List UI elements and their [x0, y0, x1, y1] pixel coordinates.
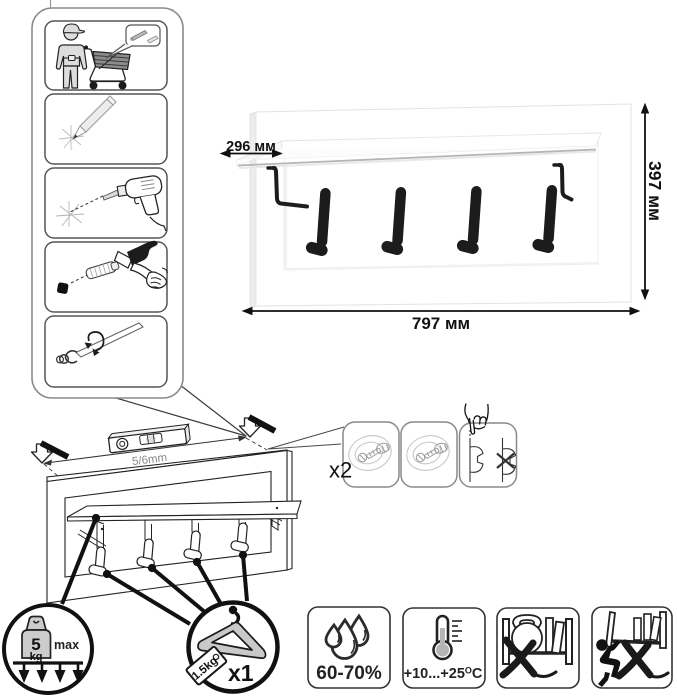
svg-text:797 мм: 797 мм — [412, 314, 470, 333]
svg-text:5: 5 — [31, 635, 40, 654]
svg-text:296 мм: 296 мм — [226, 139, 276, 155]
svg-text:max: max — [54, 638, 79, 652]
svg-text:397 мм: 397 мм — [645, 161, 665, 221]
svg-text:5/6mm: 5/6mm — [131, 452, 167, 468]
svg-text:kg: kg — [30, 651, 43, 663]
svg-text:x2: x2 — [329, 458, 352, 483]
svg-text:x1: x1 — [228, 660, 254, 686]
svg-text:60-70%: 60-70% — [316, 663, 382, 684]
svg-text:+10...+25OC: +10...+25OC — [404, 666, 483, 683]
